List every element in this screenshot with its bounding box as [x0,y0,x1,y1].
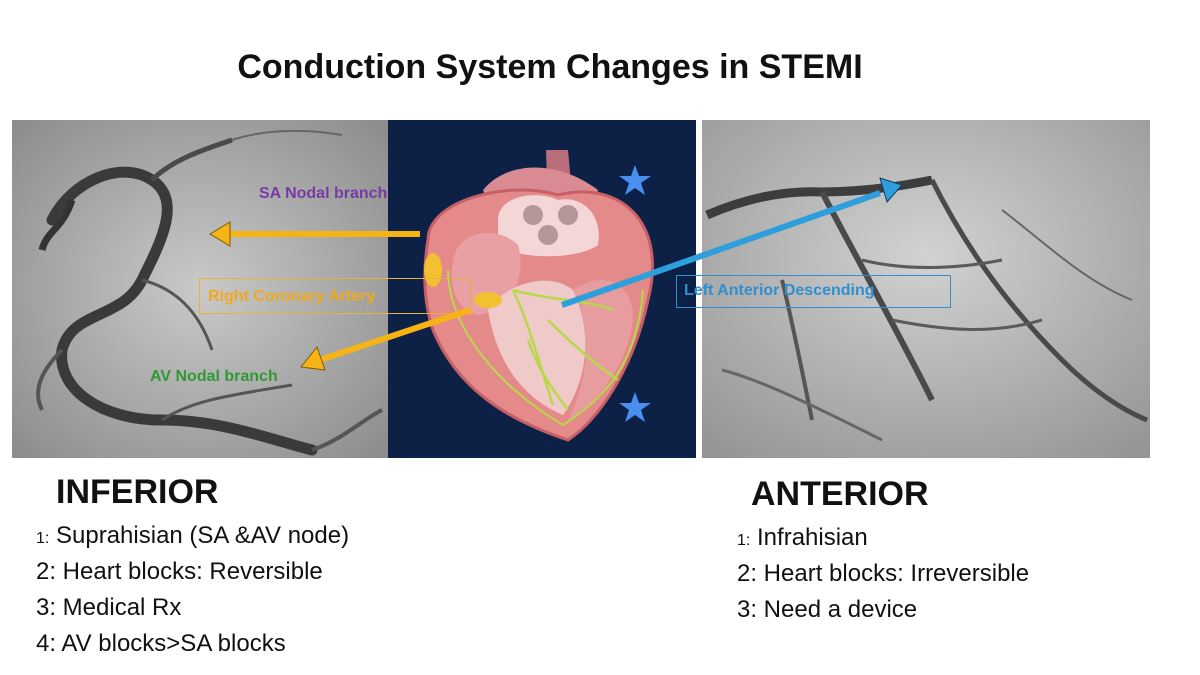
list-item: 1: Infrahisian [737,520,1029,556]
list-item: 1: Suprahisian (SA &AV node) [36,518,349,554]
list-item: 2: Heart blocks: Irreversible [737,556,1029,592]
list-item: 3: Need a device [737,592,1029,628]
list-item-text: Suprahisian (SA &AV node) [49,522,350,549]
list-item-text: Heart blocks: Reversible [56,558,323,585]
star-icon-top [619,165,651,195]
rca-angiogram-image [12,120,388,458]
list-item-number: 2: [36,558,57,585]
anterior-list: 1: Infrahisian 2: Heart blocks: Irrevers… [737,520,1029,628]
star-icon-bottom [619,392,651,422]
list-item-number: 1: [737,532,751,549]
list-item-number: 1: [36,530,50,547]
list-item-text: Medical Rx [56,594,182,621]
list-item: 3: Medical Rx [36,590,349,626]
list-item-text: Need a device [757,596,918,623]
inferior-list: 1: Suprahisian (SA &AV node) 2: Heart bl… [36,518,349,662]
list-item-number: 3: [36,594,57,621]
list-item-text: Heart blocks: Irreversible [757,560,1030,587]
list-item-number: 3: [737,596,758,623]
list-item: 4: AV blocks>SA blocks [36,626,349,662]
left-anterior-descending-label: Left Anterior Descending [684,282,875,299]
list-item-number: 4: [36,630,57,657]
page-title: Conduction System Changes in STEMI [237,48,863,86]
list-item: 2: Heart blocks: Reversible [36,554,349,590]
right-coronary-artery-label: Right Coronary Artery [208,288,376,305]
av-nodal-branch-label: AV Nodal branch [150,368,278,385]
inferior-heading: INFERIOR [56,473,219,511]
list-item-text: Infrahisian [750,524,868,551]
anterior-heading: ANTERIOR [751,475,929,513]
sa-nodal-branch-label: SA Nodal branch [259,185,388,202]
list-item-text: AV blocks>SA blocks [56,630,286,657]
list-item-number: 2: [737,560,758,587]
